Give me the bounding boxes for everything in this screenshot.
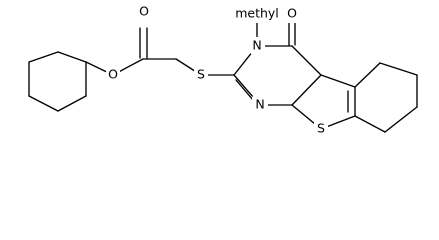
bond-cyclohexyl-6 [28, 51, 59, 63]
bond-c4-c5 [379, 62, 418, 76]
molecule-structure: O O S N methyl O N S [28, 4, 418, 137]
bond-c6-c7 [384, 106, 418, 133]
bond-c4a-c8a [291, 74, 322, 106]
ester-oxygen-label: O [108, 67, 118, 82]
bond-c3a-c4 [354, 62, 381, 88]
atom-labels: O O S N methyl O N S [106, 4, 328, 137]
oxo-oxygen-label: O [287, 6, 297, 21]
carbonyl-oxygen-label: O [139, 4, 149, 19]
bond-n1-c2-2 [235, 79, 254, 101]
bonds [28, 17, 418, 133]
thiophene-sulfur-label: S [317, 121, 325, 136]
bond-c3a-c4a [320, 74, 356, 88]
bond-c4-c4a [291, 45, 322, 76]
thioether-sulfur-label: S [197, 67, 205, 82]
molecule-diagram: O O S N methyl O N S [28, 3, 418, 137]
bond-cyclohexyl-4 [28, 95, 59, 112]
bond-cyclohexyl-3 [57, 95, 87, 112]
pyrimidine-nitrogen-1-label: N [255, 97, 264, 112]
methyl-label: methyl [235, 6, 279, 21]
bond-c7-c7a [354, 115, 386, 133]
bond-cyclohexyl-1 [57, 51, 87, 63]
pyrimidine-nitrogen-3-label: N [252, 38, 261, 53]
